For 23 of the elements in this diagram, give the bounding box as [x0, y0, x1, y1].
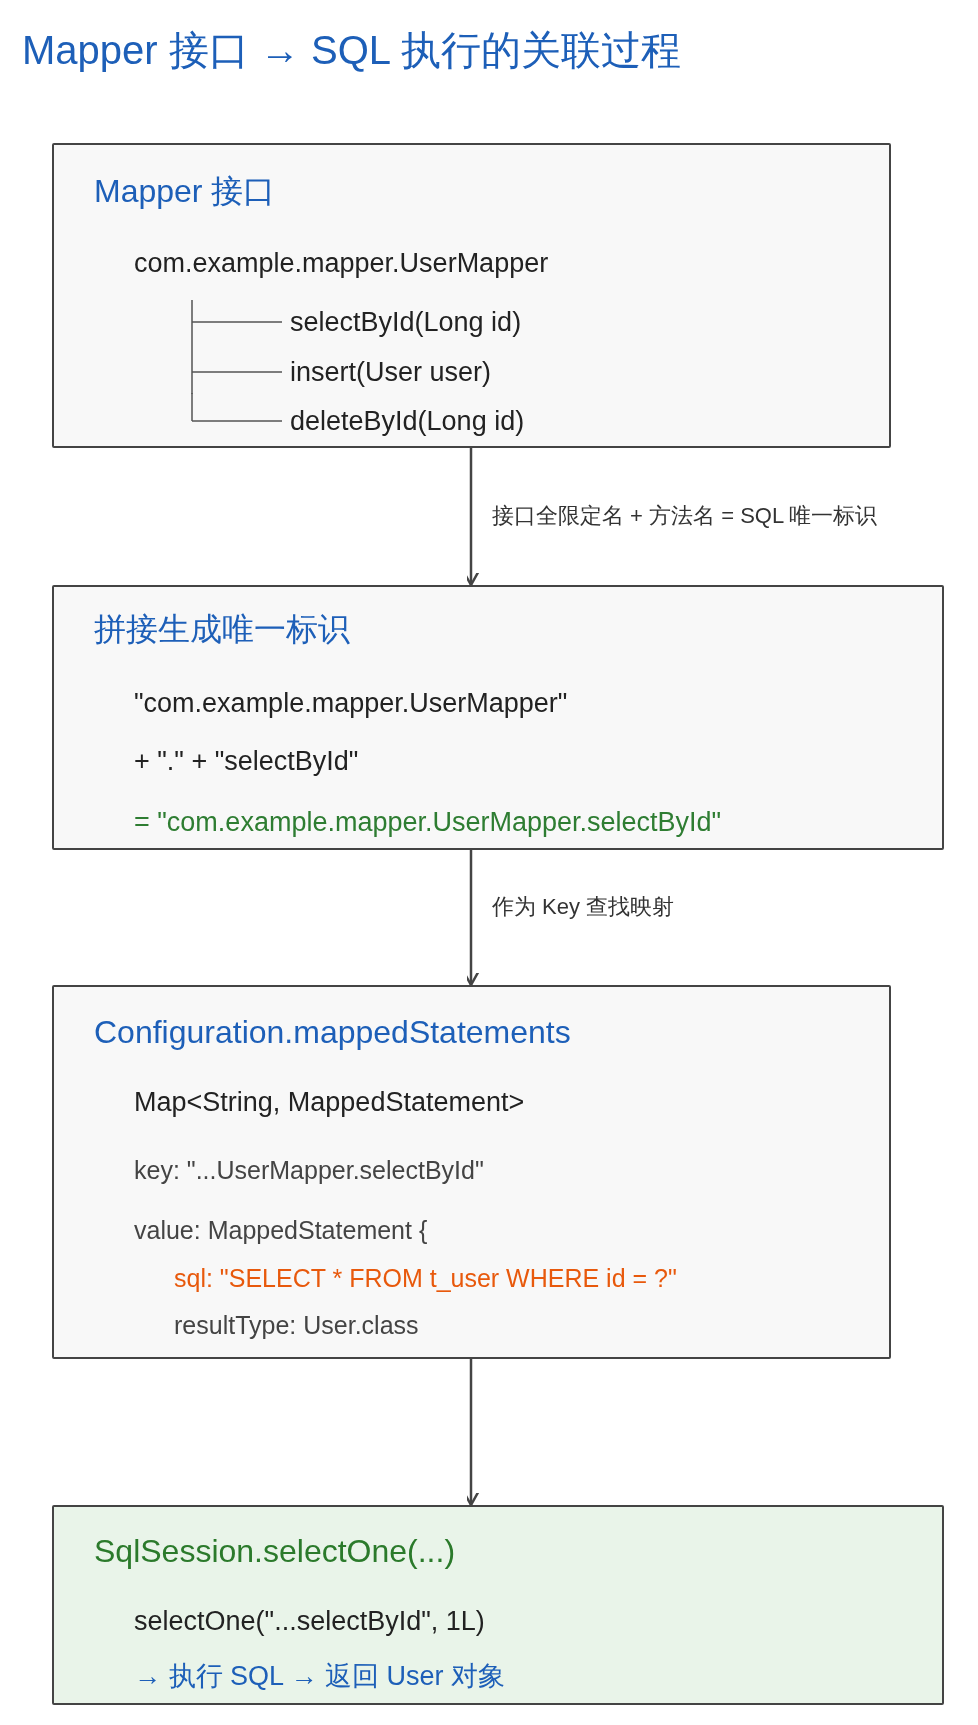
process-box — [52, 1505, 944, 1705]
method-name: insert(User user) — [290, 356, 492, 389]
diagram-title: Mapper 接口 → SQL 执行的关联过程 — [22, 27, 681, 74]
box-heading: SqlSession.selectOne(...) — [94, 1533, 456, 1569]
type-line: Map<String, MappedStatement> — [134, 1086, 525, 1119]
class-name: com.example.mapper.UserMapper — [134, 247, 549, 280]
box-heading: 拼接生成唯一标识 — [94, 611, 350, 647]
code-line: "com.example.mapper.UserMapper" — [134, 687, 568, 720]
value-line: value: MappedStatement { — [134, 1215, 428, 1246]
box-heading: Mapper 接口 — [94, 173, 276, 209]
process-box — [52, 985, 891, 1359]
code-line: + "." + "selectById" — [134, 745, 359, 778]
method-name: deleteById(Long id) — [290, 405, 525, 438]
method-name: selectById(Long id) — [290, 306, 522, 339]
call-line: selectOne("...selectById", 1L) — [134, 1605, 485, 1638]
sql-line: sql: "SELECT * FROM t_user WHERE id = ?" — [174, 1263, 677, 1294]
process-box — [52, 143, 891, 448]
result-type-line: resultType: User.class — [174, 1310, 419, 1341]
result-line: → 执行 SQL → 返回 User 对象 — [134, 1660, 506, 1693]
result-line: = "com.example.mapper.UserMapper.selectById" — [134, 806, 722, 839]
box-heading: Configuration.mappedStatements — [94, 1014, 571, 1050]
process-box — [52, 585, 944, 850]
key-line: key: "...UserMapper.selectById" — [134, 1155, 484, 1186]
